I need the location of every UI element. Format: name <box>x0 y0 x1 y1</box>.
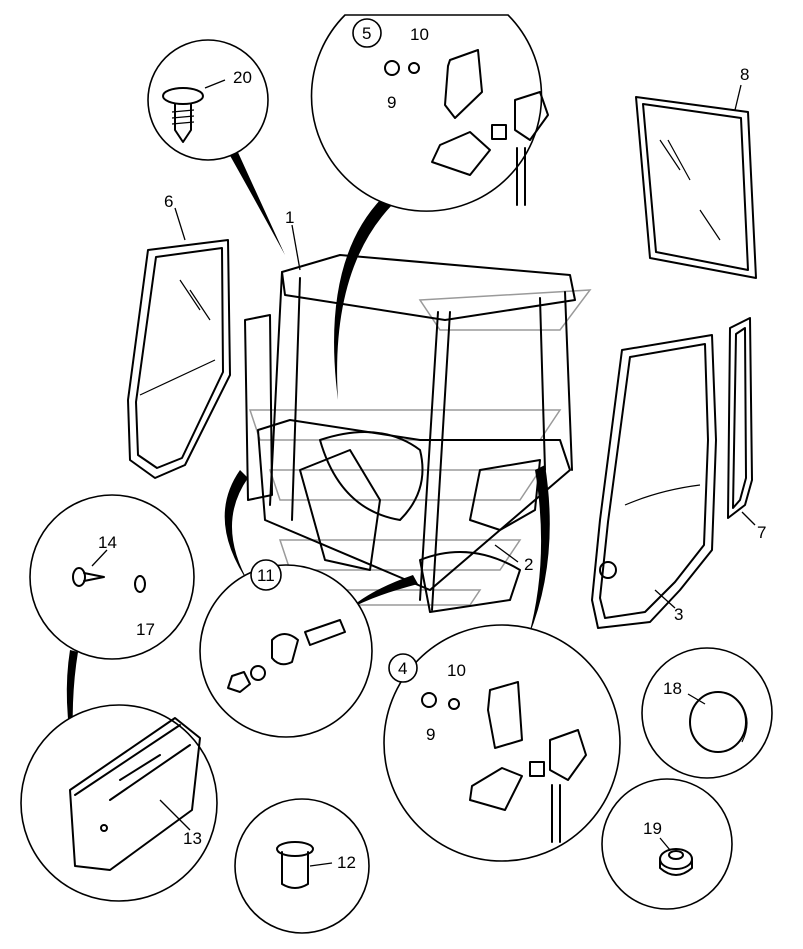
callout-20: 20 <box>233 68 252 87</box>
detail-13: 13 <box>20 704 218 902</box>
side-glass-7: 7 <box>727 317 766 542</box>
callout-17: 17 <box>136 620 155 639</box>
detail-11: 11 <box>199 559 373 738</box>
callout-12: 12 <box>337 853 356 872</box>
ref-11: 11 <box>257 566 275 585</box>
callout-14: 14 <box>98 533 117 552</box>
detail-18: 18 <box>641 647 773 779</box>
door-glass-6: 6 <box>127 192 231 479</box>
detail-14-17: 14 17 <box>29 494 195 660</box>
cab-assembly-1: 1 2 <box>244 208 576 613</box>
callout-4-10: 10 <box>447 661 466 680</box>
ref-5: 5 <box>362 24 371 43</box>
detail-20: 20 <box>147 39 269 161</box>
ref-4: 4 <box>398 659 407 678</box>
callout-13: 13 <box>183 829 202 848</box>
callout-8: 8 <box>740 65 749 84</box>
callout-5-9: 9 <box>387 93 396 112</box>
detail-12: 12 <box>234 798 370 934</box>
callout-1: 1 <box>285 208 294 227</box>
rear-glass-8: 8 <box>635 65 757 279</box>
callout-2: 2 <box>524 555 533 574</box>
detail-4: 4 10 9 <box>383 624 621 862</box>
callout-19: 19 <box>643 819 662 838</box>
watermark-logo <box>248 289 592 606</box>
callout-18: 18 <box>663 679 682 698</box>
detail-5: 5 10 9 <box>310 14 549 212</box>
detail-19: 19 <box>601 778 733 910</box>
callout-7: 7 <box>757 523 766 542</box>
door-3: 3 <box>591 334 717 629</box>
callout-6: 6 <box>164 192 173 211</box>
callout-5-10: 10 <box>410 25 429 44</box>
callout-4-9: 9 <box>426 725 435 744</box>
callout-3: 3 <box>674 605 683 624</box>
